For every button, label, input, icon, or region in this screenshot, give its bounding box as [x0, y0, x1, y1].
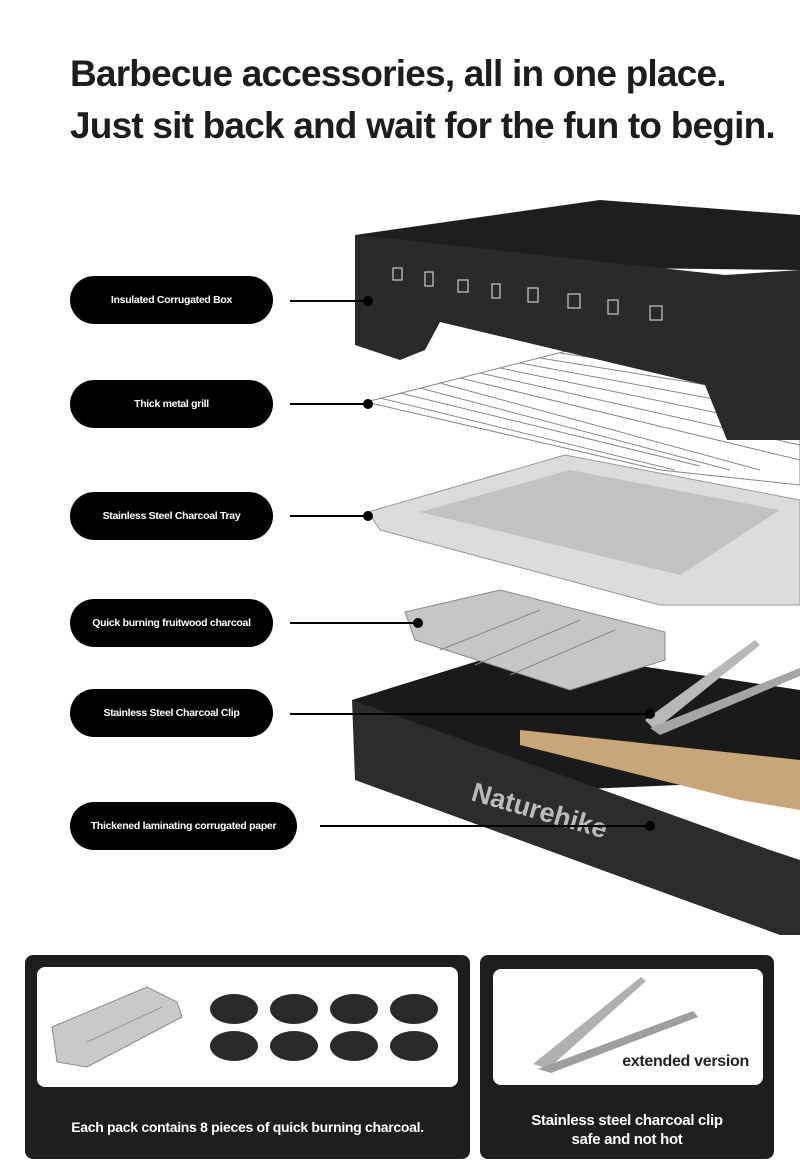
charcoal-pieces	[210, 994, 438, 1061]
charcoal-clip-panel: extended version Stainless steel charcoa…	[480, 955, 774, 1159]
leader-dot	[645, 709, 655, 719]
charcoal-caption: Each pack contains 8 pieces of quick bur…	[71, 1119, 424, 1135]
callout-fruitwood-charcoal: Quick burning fruitwood charcoal	[70, 599, 273, 647]
bottom-box: Naturehike	[352, 648, 800, 935]
clip-caption-line-2: safe and not hot	[571, 1131, 683, 1148]
leader-dot	[363, 296, 373, 306]
headline: Barbecue accessories, all in one place. …	[70, 48, 776, 152]
grill	[365, 344, 800, 486]
charcoal-foil-pack	[51, 986, 183, 1068]
leader-line	[290, 403, 368, 405]
product-exploded-view: Naturehike	[352, 200, 800, 935]
leader-line	[320, 825, 650, 827]
tongs	[645, 640, 800, 735]
leader-dot	[645, 821, 655, 831]
leader-line	[290, 622, 418, 624]
extended-version-label: extended version	[622, 1053, 749, 1070]
callout-insulated-box: Insulated Corrugated Box	[70, 276, 273, 324]
leader-line	[290, 300, 368, 302]
leader-dot	[413, 618, 423, 628]
callout-charcoal-tray: Stainless Steel Charcoal Tray	[70, 492, 273, 540]
tongs-illustration	[533, 977, 698, 1073]
callout-charcoal-clip: Stainless Steel Charcoal Clip	[70, 689, 273, 737]
clip-caption: Stainless steel charcoal clip safe and n…	[480, 1111, 774, 1149]
charcoal-pack-panel: Each pack contains 8 pieces of quick bur…	[25, 955, 470, 1159]
leader-line	[290, 713, 650, 715]
callout-metal-grill: Thick metal grill	[70, 380, 273, 428]
leader-dot	[363, 511, 373, 521]
charcoal-packs	[404, 589, 666, 691]
charcoal-image-box	[37, 967, 458, 1087]
headline-line-1: Barbecue accessories, all in one place.	[70, 53, 727, 94]
leader-line	[290, 515, 368, 517]
headline-line-2: Just sit back and wait for the fun to be…	[70, 105, 776, 146]
leader-dot	[363, 399, 373, 409]
clip-caption-line-1: Stainless steel charcoal clip	[531, 1112, 723, 1129]
clip-image-box: extended version	[493, 969, 763, 1085]
charcoal-tray	[367, 454, 800, 606]
top-box	[355, 200, 800, 440]
callout-corrugated-paper: Thickened laminating corrugated paper	[70, 802, 297, 850]
charcoal-illustration	[51, 986, 438, 1068]
